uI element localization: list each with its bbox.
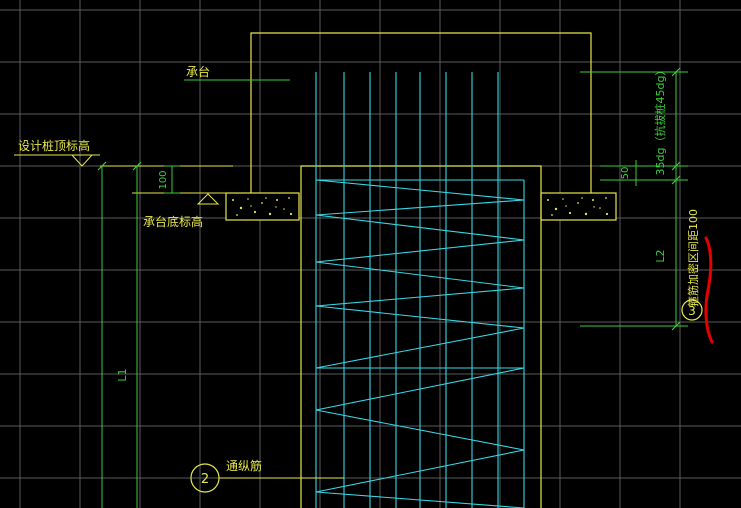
stirrup-note-label: 箍筋加密区间距100 bbox=[686, 209, 700, 307]
dimension-ticks bbox=[97, 67, 681, 331]
long-bar-callout-number: 2 bbox=[201, 472, 209, 487]
right-cushion-block bbox=[540, 192, 617, 221]
pile-cap-outline bbox=[250, 32, 592, 193]
pile-rebar-cage bbox=[315, 72, 525, 508]
dim-50-label: 50 bbox=[620, 167, 631, 180]
pile-cap-label: 承台 bbox=[186, 64, 210, 79]
pile-body-outline bbox=[300, 165, 542, 508]
long-bar-note: 通纵筋 bbox=[226, 458, 262, 473]
anchorage-label: 35dg（抗拔桩45dg） bbox=[653, 65, 667, 176]
long-bar-callout: 2 通纵筋 bbox=[190, 458, 344, 493]
L2-label: L2 bbox=[654, 249, 667, 262]
stirrup-callout: 3 bbox=[681, 299, 703, 321]
elevation-markers bbox=[14, 154, 233, 205]
spiral-stirrup-dense-zone bbox=[315, 179, 525, 329]
spiral-stirrup-normal-zone bbox=[315, 327, 525, 508]
dimension-lines bbox=[101, 71, 688, 508]
stirrup-callout-number: 3 bbox=[688, 304, 696, 318]
pile-top-elevation-label: 设计桩顶标高 bbox=[18, 138, 90, 153]
red-markup-stroke bbox=[704, 236, 714, 344]
dim-100-label: 100 bbox=[158, 170, 169, 189]
L1-label: L1 bbox=[116, 368, 129, 381]
cap-bottom-elevation-label: 承台底标高 bbox=[143, 214, 203, 229]
left-cushion-block bbox=[225, 192, 300, 221]
